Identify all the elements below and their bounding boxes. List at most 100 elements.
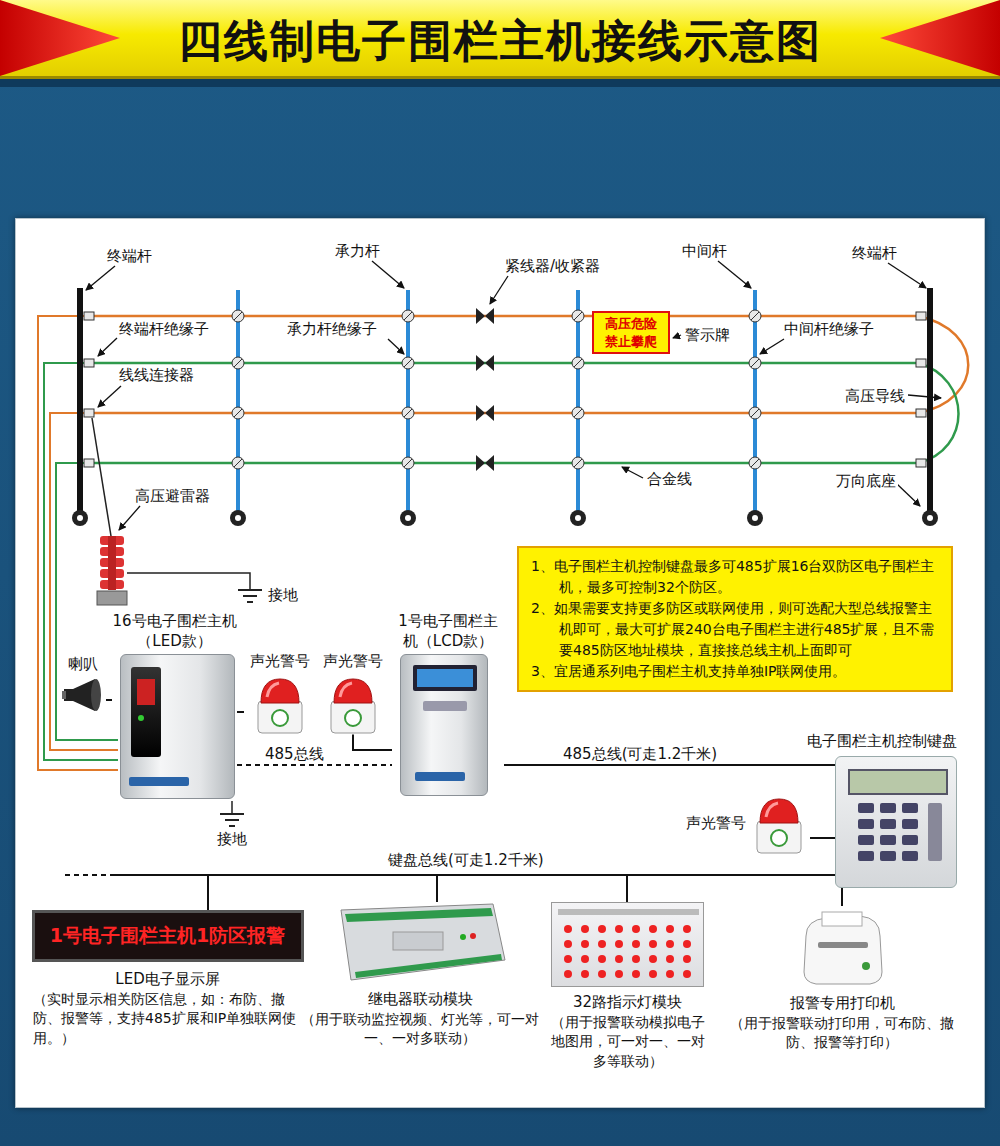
device-caption: 声光警号 [318,652,388,672]
insulators [84,310,926,469]
drawing-part [572,357,584,369]
drawing-part [231,801,233,814]
drawing-part [355,954,502,978]
drawing-part [572,457,584,469]
drawing-part [460,934,466,940]
indicator-lamp [632,955,640,963]
part-label: 终端杆 [850,244,899,262]
wire-label: 485总线(可走1.2千米) [560,745,720,763]
part-label: 线线连接器 [117,366,196,384]
drawing-part [574,312,582,320]
indicator-lamp [666,925,674,933]
device-description: （用于联动监控视频、灯光等，可一对一、一对多联动） [300,1010,540,1049]
wire-label: 485总线 [262,745,327,763]
kbd-key [880,803,896,813]
device-description: （实时显示相关防区信息，如：布防、撤防、报警等，支持485扩展和IP单独联网使用… [25,990,310,1049]
bus-wire [237,711,244,713]
drawing-part [402,357,414,369]
drawing-part [267,683,279,697]
drawing-part [345,908,493,922]
indicator-lamp [581,925,589,933]
drawing-part [86,266,115,290]
drawing-part [718,261,751,288]
bus-extension [65,874,208,876]
led-display: 1号电子围栏主机1防区报警LED电子显示屏（实时显示相关防区信息，如：布防、撤防… [25,910,310,1048]
pole-bases [72,510,938,526]
device-caption: 继电器联动模块 [300,990,540,1010]
drawing-part [110,874,208,876]
part-label: 合金线 [645,470,694,488]
drawing-part [916,459,926,467]
drawing-part [897,484,920,506]
keys [423,701,467,711]
drawing-part [490,276,508,304]
indicator-lamp [649,955,657,963]
part-label: 高压避雷器 [133,487,212,505]
drawing-part [402,457,414,469]
indicator-lamp [683,955,691,963]
drawing-part [888,263,926,288]
screen-text: 1号电子围栏主机1防区报警 [50,923,285,949]
warning-sign: 高压危险 禁止攀爬 [592,311,670,354]
drawing-part [229,825,235,827]
note-text: 3、宜居通系列电子围栏主机支持单独IP联网使用。 [531,661,939,682]
lightning-arrester [92,418,262,605]
device-description: （用于报警联动模拟电子地图用，可一对一、一对多等联动） [545,1013,710,1072]
drawing-part [572,407,584,419]
status-dots [138,715,144,721]
part-label: 警示牌 [683,326,732,344]
drawing-part [333,902,508,984]
kbd-key [902,851,918,861]
drawing-part [345,710,361,726]
drawing-part [393,932,443,950]
drawing-part [234,359,242,367]
part-label: 中间杆 [680,242,729,260]
indicator-lamp [581,940,589,948]
drawing-part [400,510,416,526]
drawing-part [751,312,759,320]
indicator-lamp [615,970,623,978]
drawing-part [916,359,926,367]
drawing-part [61,678,105,712]
drawing-part [65,874,110,876]
indicator-lamp [598,925,606,933]
bus-wire [627,875,835,902]
banner-arrow [880,0,1000,76]
kbd-key [858,835,874,845]
indicator-lamp [649,925,657,933]
drawing-part [238,590,262,602]
indicator-lamp [666,970,674,978]
drawing-part [234,312,242,320]
drawing-part [771,830,787,846]
drawing-part [927,288,933,514]
device-node: 继电器联动模块（用于联动监控视频、灯光等，可一对一、一对多联动） [300,902,540,1049]
drawing-part [64,679,95,711]
drawing-part [331,701,375,733]
indicator-lamp [615,925,623,933]
beacon [754,795,804,853]
fence-poles [77,288,933,514]
diagram-title: 四线制电子围栏主机接线示意图 [0,12,1000,71]
drawing-part [92,412,918,415]
drawing-part [92,315,918,318]
drawing-part [476,355,494,371]
indicator-lamp [649,970,657,978]
drawing-part [476,455,494,471]
drawing-part [749,457,761,469]
drawing-part [916,409,926,417]
bus-wire [237,764,392,766]
indicator-lamp [564,970,572,978]
drawing-part [261,679,299,703]
drawing-part [328,675,378,735]
drawing-part [406,290,410,512]
drawing-part [97,591,127,605]
bus-wire [208,875,835,910]
drawing-part [225,819,239,821]
drawing-part [255,675,305,735]
drawing-part [232,457,244,469]
drawing-part [405,515,411,521]
host-lcd [400,654,488,796]
drawing-part [404,409,412,417]
drawing-part [62,691,66,699]
drawing-part [98,386,121,407]
